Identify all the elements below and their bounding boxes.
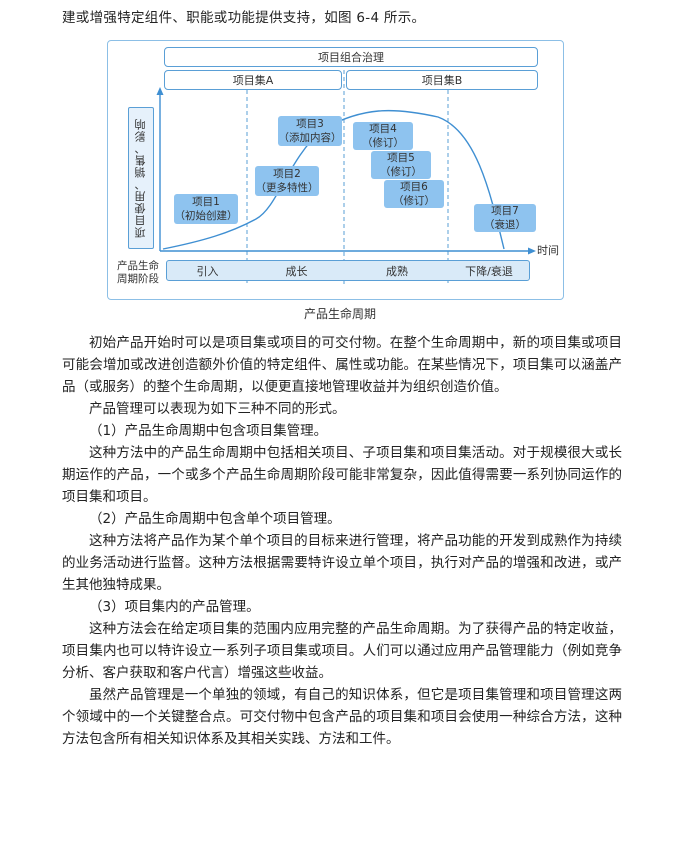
paragraph: （2）产品生命周期中包含单个项目管理。	[89, 511, 341, 527]
paragraph: 产品管理可以表现为如下三种不同的形式。	[89, 401, 346, 417]
project-box-1: 项目1 （初始创建）	[174, 194, 238, 224]
program-b-header: 项目集B	[346, 70, 538, 90]
project-note: （修订）	[380, 166, 422, 178]
program-b-label: 项目集B	[421, 74, 463, 87]
lifecycle-label-line-1: 产品生命	[117, 260, 159, 272]
project-box-4: 项目4 （修订）	[353, 122, 413, 150]
y-axis-label: 项目使用、销售、影响	[134, 118, 147, 238]
paragraph: 初始产品开始时可以是项目集或项目的可交付物。在整个生命周期中，新的项目集或项目可…	[62, 335, 622, 395]
project-box-7: 项目7 （衰退）	[474, 204, 536, 232]
project-note: （修订）	[362, 137, 404, 149]
phase-growth: 成长	[285, 264, 308, 278]
x-axis-arrow	[528, 247, 536, 255]
project-box-6: 项目6 （修订）	[384, 180, 444, 208]
x-axis-label: 时间	[537, 244, 559, 257]
intro-line: 建或增强特定组件、职能或功能提供支持，如图 6-4 所示。	[62, 10, 426, 26]
project-note: （修订）	[393, 195, 435, 207]
governance-label: 项目组合治理	[318, 51, 384, 64]
lifecycle-label-line-2: 周期阶段	[117, 273, 159, 285]
project-note: （初始创建）	[174, 210, 238, 222]
paragraph: 这种方法会在给定项目集的范围内应用完整的产品生命周期。为了获得产品的特定收益，项…	[62, 621, 622, 681]
paragraph: 这种方法中的产品生命周期中包括相关项目、子项目集和项目集活动。对于规模很大或长期…	[62, 445, 622, 505]
paragraph: 虽然产品管理是一个单独的领域，有自己的知识体系，但它是项目集管理和项目管理这两个…	[62, 687, 622, 747]
phase-band: 引入 成长 成熟 下降/衰退	[166, 260, 530, 281]
phase-decline: 下降/衰退	[465, 264, 513, 278]
program-a-header: 项目集A	[164, 70, 342, 90]
project-name: 项目5	[387, 152, 415, 164]
project-note: （衰退）	[484, 219, 526, 231]
lifecycle-stage-label: 产品生命 周期阶段	[112, 260, 164, 286]
y-axis-label-box: 项目使用、销售、影响	[128, 107, 154, 249]
phase-introduction: 引入	[196, 264, 219, 278]
project-note: （添加内容）	[278, 132, 342, 144]
program-a-label: 项目集A	[232, 74, 274, 87]
phase-maturity: 成熟	[386, 264, 408, 278]
project-box-3: 项目3 （添加内容）	[278, 116, 342, 146]
paragraph: 这种方法将产品作为某个单个项目的目标来进行管理，将产品功能的开发到成熟作为持续的…	[62, 533, 622, 593]
project-name: 项目1	[192, 196, 220, 208]
project-name: 项目6	[400, 181, 428, 193]
project-note: （更多特性）	[255, 182, 319, 194]
body-text: 初始产品开始时可以是项目集或项目的可交付物。在整个生命周期中，新的项目集或项目可…	[62, 332, 622, 750]
project-name: 项目2	[273, 168, 301, 180]
paragraph: （1）产品生命周期中包含项目集管理。	[89, 423, 328, 439]
paragraph: （3）项目集内的产品管理。	[89, 599, 260, 615]
project-name: 项目3	[296, 118, 324, 130]
y-axis-arrow	[156, 87, 164, 95]
project-box-5: 项目5 （修订）	[371, 151, 431, 179]
project-name: 项目4	[369, 123, 397, 135]
project-name: 项目7	[491, 205, 519, 217]
project-box-2: 项目2 （更多特性）	[255, 166, 319, 196]
figure-caption: 产品生命周期	[303, 307, 376, 321]
governance-header: 项目组合治理	[164, 47, 538, 67]
lifecycle-figure: 项目组合治理 项目集A 项目集B 项目使用、销售、影响 项目1 （初始创建） 项…	[107, 40, 564, 300]
